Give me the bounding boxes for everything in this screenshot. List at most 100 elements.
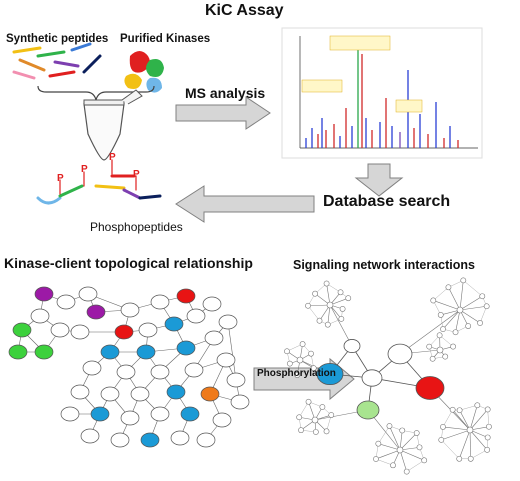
network-node [70, 384, 90, 400]
phosphopeptides: P P P P [36, 152, 162, 205]
network-node [466, 426, 474, 434]
network-node [386, 423, 393, 429]
network-hub-node [361, 369, 383, 387]
network-edge [448, 287, 461, 311]
network-node [323, 428, 330, 435]
network-edge [399, 449, 407, 472]
network-edge [375, 449, 401, 460]
kinase-client-network [8, 286, 250, 448]
network-node [456, 306, 464, 314]
network-node [328, 412, 335, 418]
network-node [339, 306, 346, 312]
database-search-label: Database search [323, 193, 451, 210]
purified-kinases-label: Purified Kinases [120, 33, 211, 45]
network-edge [452, 409, 471, 431]
network-edge [479, 306, 487, 324]
network-edge [299, 401, 309, 418]
network-node [452, 329, 459, 336]
svg-text:P: P [133, 169, 140, 180]
network-node [184, 362, 204, 378]
network-edge [378, 443, 401, 451]
network-node [326, 301, 334, 309]
network-node [176, 288, 196, 304]
network-node [338, 315, 345, 322]
network-edge [378, 425, 390, 444]
network-node [284, 348, 290, 355]
network-node [465, 323, 472, 329]
network-node [218, 314, 238, 330]
network-node [486, 423, 492, 430]
network-edge [440, 309, 461, 316]
network-node [305, 398, 312, 405]
network-edge [433, 300, 461, 311]
network-edge [326, 283, 331, 306]
network-node [436, 332, 443, 339]
network-node [136, 344, 156, 360]
network-hub-node [343, 339, 361, 353]
network-edge [329, 304, 353, 347]
network-node [312, 290, 319, 297]
network-node [460, 277, 467, 284]
network-edge [442, 309, 461, 330]
network-hub-node [316, 362, 344, 386]
network-edge [227, 321, 237, 381]
network-edge [459, 305, 487, 311]
network-node [484, 446, 491, 453]
network-edge [469, 405, 478, 431]
network-node [373, 456, 379, 462]
network-node [403, 468, 410, 475]
network-hub-node [356, 400, 380, 420]
network-node [80, 428, 100, 444]
network-node [60, 406, 80, 422]
network-node [375, 440, 382, 447]
network-node [50, 322, 70, 338]
network-edge [442, 409, 453, 427]
ms-spectrum [281, 27, 483, 159]
network-node [440, 423, 446, 430]
network-node [438, 436, 445, 443]
network-node [230, 394, 250, 410]
network-node [477, 320, 483, 326]
network-hub-node [415, 376, 445, 400]
phosphopeptides-label: Phosphopeptides [90, 220, 183, 234]
network-node [337, 289, 344, 296]
down-arrow [354, 163, 404, 197]
network-node [196, 432, 216, 448]
network-node [150, 364, 170, 380]
network-edge [459, 309, 481, 324]
network-node [456, 407, 463, 414]
network-node [164, 316, 184, 332]
network-node [30, 308, 50, 324]
network-node [8, 344, 28, 360]
network-node [449, 406, 456, 413]
network-node [120, 302, 140, 318]
network-node [312, 429, 319, 435]
network-edge [459, 405, 478, 411]
kinase-blobs [124, 51, 164, 93]
network-node [114, 324, 134, 340]
network-edge [442, 426, 471, 431]
network-node [437, 312, 444, 318]
network-node [436, 346, 444, 354]
network-node [323, 280, 330, 287]
network-edge [459, 410, 471, 431]
network-edge [375, 458, 394, 466]
network-node [138, 322, 158, 338]
network-node [130, 386, 150, 402]
network-node [176, 340, 196, 356]
network-edge [441, 439, 460, 459]
network-node [90, 406, 110, 422]
network-node [86, 304, 106, 320]
network-node [324, 321, 331, 328]
signaling-network-label: Signaling network interactions [293, 258, 475, 272]
phosphorylation-label: Phosphorylation [257, 368, 336, 379]
network-node [442, 353, 449, 360]
network-node [286, 360, 293, 367]
network-edge [399, 432, 417, 451]
kinase-client-label: Kinase-client topological relationship [4, 255, 253, 271]
network-node [429, 355, 436, 362]
network-node [308, 350, 314, 357]
network-node [305, 302, 311, 309]
network-node [450, 343, 457, 350]
